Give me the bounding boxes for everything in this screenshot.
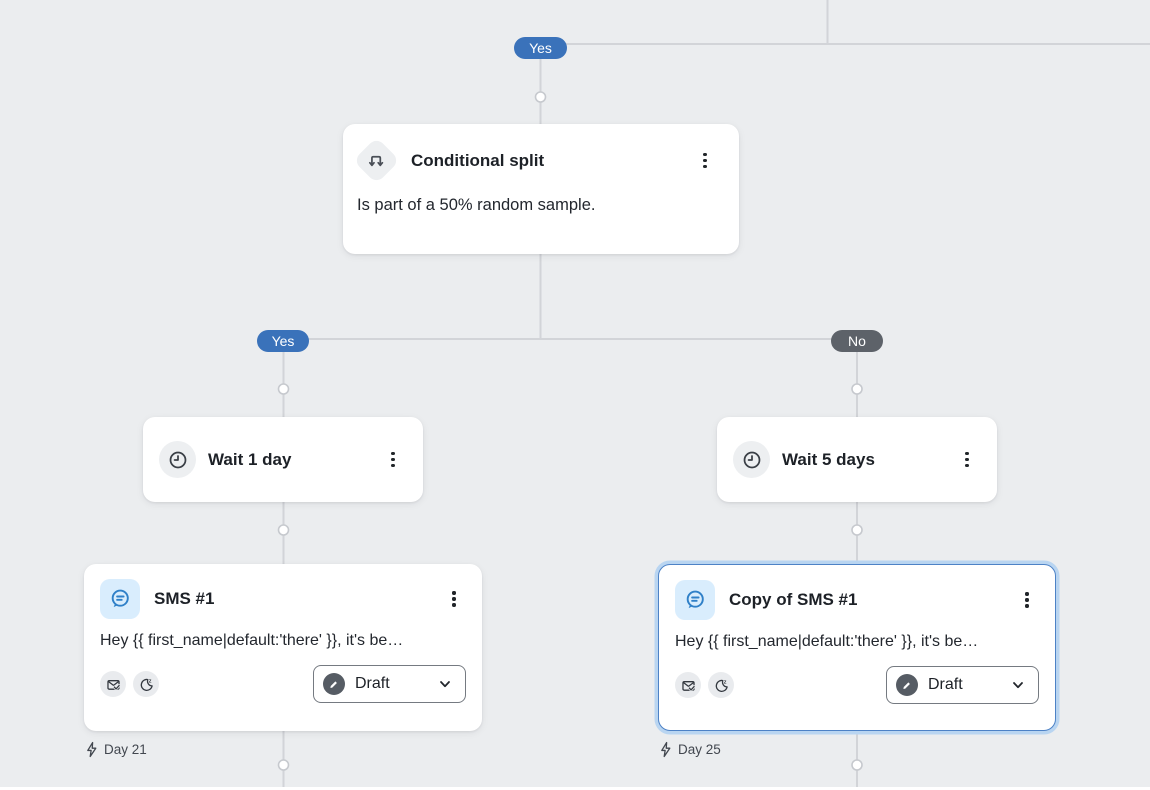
node-title: Wait 5 days bbox=[782, 449, 875, 469]
node-title: Wait 1 day bbox=[208, 449, 292, 469]
envelope-check-icon bbox=[100, 671, 126, 697]
branch-label-yes: Yes bbox=[257, 330, 309, 352]
kebab-menu-button[interactable] bbox=[442, 587, 466, 611]
connector-dot bbox=[277, 524, 290, 536]
message-preview: Hey {{ first_name|default:'there' }}, it… bbox=[675, 633, 979, 650]
clock-icon bbox=[733, 441, 770, 478]
branch-label-no: No bbox=[831, 330, 883, 352]
connector-dot bbox=[851, 759, 863, 771]
status-label: Draft bbox=[355, 675, 390, 692]
quiet-hours-moon-icon: z bbox=[133, 671, 159, 697]
node-wait-1-day[interactable]: Wait 1 day bbox=[143, 417, 423, 502]
status-dropdown[interactable]: Draft bbox=[313, 665, 466, 703]
node-title: SMS #1 bbox=[154, 589, 215, 608]
status-label: Draft bbox=[928, 676, 963, 693]
connector-dot bbox=[851, 524, 863, 536]
connector-dot bbox=[277, 759, 290, 771]
day-label-text: Day 21 bbox=[104, 742, 147, 757]
chevron-down-icon bbox=[440, 681, 450, 688]
chevron-down-icon bbox=[1013, 682, 1023, 689]
connector-dot bbox=[851, 383, 863, 395]
node-conditional-split[interactable]: Conditional split Is part of a 50% rando… bbox=[343, 124, 739, 254]
connector-dot bbox=[534, 91, 547, 103]
draft-pencil-icon bbox=[896, 674, 918, 696]
message-preview: Hey {{ first_name|default:'there' }}, it… bbox=[100, 632, 404, 649]
svg-text:z: z bbox=[148, 678, 151, 684]
node-title: Copy of SMS #1 bbox=[729, 590, 858, 609]
lightning-icon bbox=[87, 741, 97, 758]
kebab-menu-button[interactable] bbox=[1015, 588, 1039, 612]
quiet-hours-moon-icon: z bbox=[708, 672, 734, 698]
kebab-menu-button[interactable] bbox=[693, 149, 717, 173]
draft-pencil-icon bbox=[323, 673, 345, 695]
node-header: Conditional split bbox=[343, 124, 739, 183]
node-copy-of-sms-1[interactable]: Copy of SMS #1 Hey {{ first_name|default… bbox=[658, 564, 1056, 731]
envelope-check-icon bbox=[675, 672, 701, 698]
connector-dot bbox=[277, 383, 290, 395]
day-label: Day 21 bbox=[85, 741, 147, 758]
node-sms-1[interactable]: SMS #1 Hey {{ first_name|default:'there'… bbox=[84, 564, 482, 731]
kebab-menu-button[interactable] bbox=[955, 448, 979, 472]
day-label-text: Day 25 bbox=[678, 742, 721, 757]
branch-label-yes-top: Yes bbox=[514, 37, 567, 59]
day-label: Day 25 bbox=[659, 741, 721, 758]
node-wait-5-days[interactable]: Wait 5 days bbox=[717, 417, 997, 502]
sms-channel-icon bbox=[100, 579, 140, 619]
status-dropdown[interactable]: Draft bbox=[886, 666, 1039, 704]
lightning-icon bbox=[661, 741, 671, 758]
svg-text:z: z bbox=[723, 679, 726, 685]
canvas-bottom-edge bbox=[0, 787, 1150, 790]
conditional-split-icon bbox=[354, 138, 399, 183]
sms-channel-icon bbox=[675, 580, 715, 620]
node-header: SMS #1 bbox=[100, 579, 466, 619]
node-header: Copy of SMS #1 bbox=[675, 580, 1039, 620]
node-footer: z Draft bbox=[100, 665, 466, 703]
kebab-menu-button[interactable] bbox=[381, 448, 405, 472]
node-footer: z Draft bbox=[675, 666, 1039, 704]
clock-icon bbox=[159, 441, 196, 478]
node-description: Is part of a 50% random sample. bbox=[357, 196, 596, 214]
node-title: Conditional split bbox=[411, 150, 545, 170]
